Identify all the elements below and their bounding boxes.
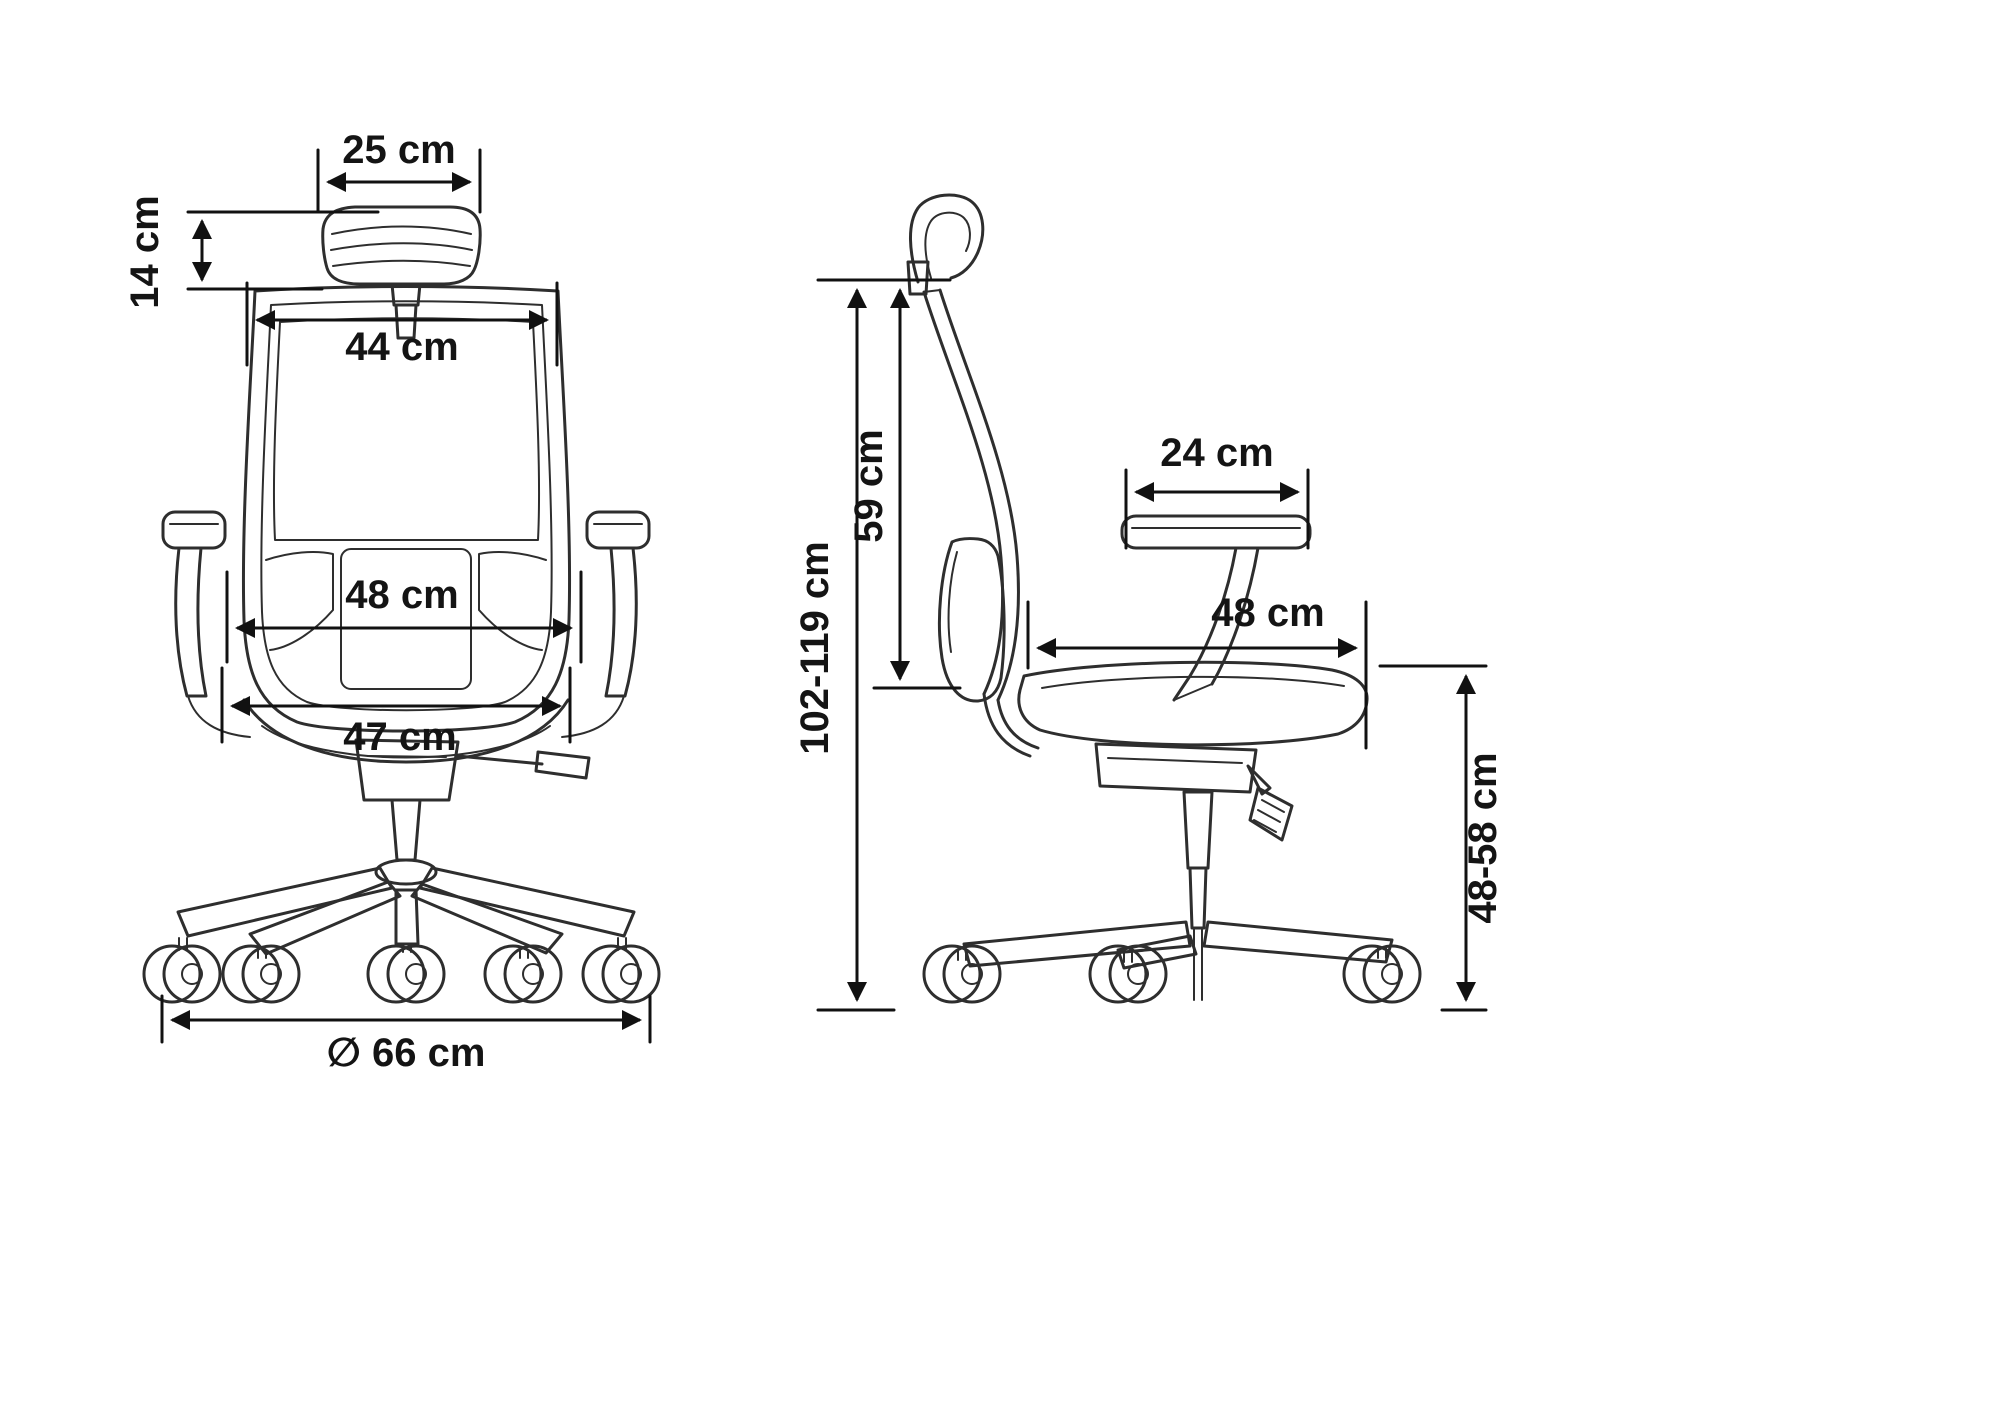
backrest-width-label: 44 cm — [345, 325, 458, 369]
caster — [1342, 944, 1422, 1004]
base-diameter-label: ∅ 66 cm — [327, 1031, 486, 1075]
caster — [922, 944, 1002, 1004]
dim-backrest-width: 44 cm — [245, 281, 559, 369]
seat-height-label: 48-58 cm — [1461, 752, 1505, 923]
caster — [1088, 944, 1168, 1004]
dim-seat-depth: 48 cm — [1026, 591, 1368, 750]
backrest-height-label: 59 cm — [847, 429, 891, 542]
dim-backrest-lower-width: 48 cm — [225, 570, 583, 664]
caster — [221, 944, 301, 1004]
dim-base-diameter: ∅ 66 cm — [160, 994, 652, 1075]
headrest-height-label: 14 cm — [123, 195, 167, 308]
dim-overall-height: 102-119 cm — [793, 278, 952, 1012]
side-view-drawing — [906, 193, 1422, 1004]
front-backrest-drawing — [241, 285, 572, 733]
backrest-lower-width-label: 48 cm — [345, 573, 458, 617]
dim-headrest-width: 25 cm — [316, 128, 482, 214]
armrest-pad-length-label: 24 cm — [1160, 431, 1273, 475]
dim-seat-width: 47 cm — [220, 666, 572, 759]
front-view-dimensions: 25 cm 14 cm 44 cm 48 cm — [123, 128, 652, 1075]
side-view-dimensions: 102-119 cm 59 cm 24 cm 48 cm — [793, 278, 1505, 1012]
seat-depth-label: 48 cm — [1211, 591, 1324, 635]
side-armrest-drawing — [1120, 514, 1312, 702]
caster — [581, 937, 661, 1004]
front-seat-drawing — [242, 698, 570, 764]
caster — [366, 943, 446, 1004]
caster — [142, 937, 222, 1004]
caster — [483, 944, 563, 1004]
dim-headrest-height: 14 cm — [123, 195, 380, 309]
front-base-drawing — [176, 866, 636, 956]
side-backrest-drawing — [922, 288, 1040, 758]
overall-height-label: 102-119 cm — [793, 541, 837, 755]
side-base-drawing — [962, 920, 1394, 970]
front-armrest-left-drawing — [161, 510, 251, 738]
front-headrest-drawing — [321, 205, 482, 340]
headrest-width-label: 25 cm — [342, 128, 455, 172]
front-mechanism-drawing — [354, 738, 591, 886]
dim-armrest-pad-length: 24 cm — [1124, 431, 1310, 550]
front-armrest-right-drawing — [561, 510, 651, 738]
front-view-drawing — [142, 205, 661, 1004]
seat-width-label: 47 cm — [343, 715, 456, 759]
front-casters-drawing — [142, 937, 661, 1004]
side-casters-drawing — [922, 944, 1422, 1004]
side-seat-drawing — [1017, 660, 1369, 747]
dim-seat-height: 48-58 cm — [1378, 664, 1505, 1012]
dim-backrest-height: 59 cm — [847, 288, 962, 690]
side-mechanism-drawing — [1094, 742, 1294, 1001]
